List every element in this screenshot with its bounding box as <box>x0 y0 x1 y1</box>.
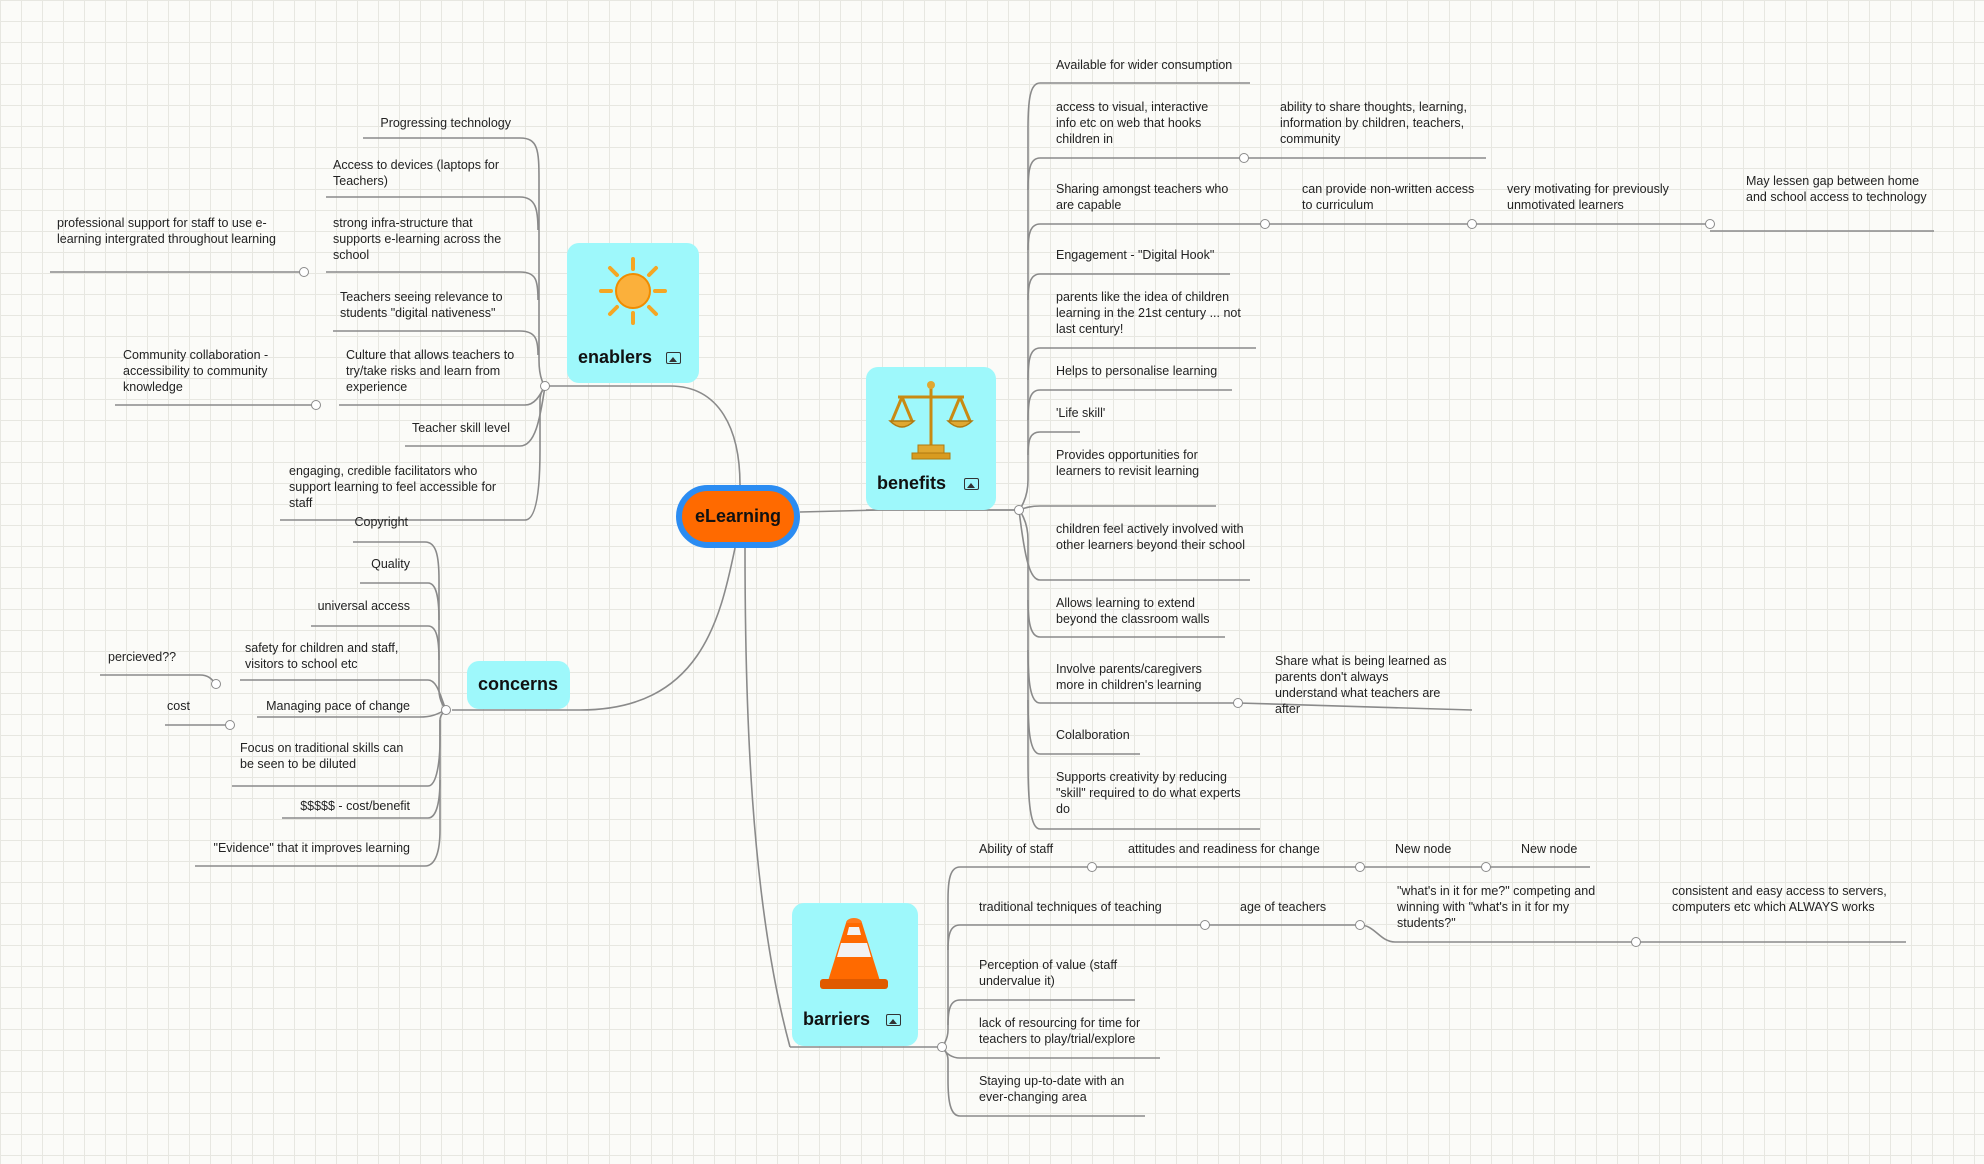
subtopic[interactable]: consistent and easy access to servers, c… <box>1672 884 1887 914</box>
branch-dot[interactable] <box>1705 219 1715 229</box>
subtopic[interactable]: Staying up-to-date with an ever-changing… <box>979 1074 1125 1104</box>
topic-enablers[interactable]: enablers <box>567 243 699 383</box>
subtopic[interactable]: $$$$$ - cost/benefit <box>300 799 410 813</box>
subtopic[interactable]: engaging, credible facilitators who supp… <box>289 464 497 510</box>
subtopic[interactable]: Involve parents/caregivers more in child… <box>1056 662 1202 692</box>
subtopic[interactable]: ability to share thoughts, learning, inf… <box>1280 100 1467 146</box>
branch-dot[interactable] <box>211 679 221 689</box>
subtopic[interactable]: traditional techniques of teaching <box>979 900 1162 914</box>
subtopic[interactable]: children feel actively involved with oth… <box>1056 522 1246 552</box>
scales-icon <box>888 381 974 460</box>
subtopic[interactable]: strong infra-structure that supports e-l… <box>333 216 502 262</box>
branch-dot[interactable] <box>1467 219 1477 229</box>
topic-title: concerns <box>478 674 559 694</box>
branch-dot[interactable] <box>1087 862 1097 872</box>
subtopic[interactable]: Quality <box>371 557 410 571</box>
subtopic[interactable]: Focus on traditional skills can be seen … <box>240 741 404 771</box>
branch-dot[interactable] <box>299 267 309 277</box>
hub-dot-barriers[interactable] <box>937 1042 947 1052</box>
subtopic[interactable]: Teacher skill level <box>412 421 510 435</box>
traffic-cone-icon <box>820 918 888 989</box>
hub-dot-enablers[interactable] <box>540 381 550 391</box>
subtopic[interactable]: attitudes and readiness for change <box>1128 842 1320 856</box>
subtopic[interactable]: Available for wider consumption <box>1056 58 1233 72</box>
subtopic[interactable]: safety for children and staff, visitors … <box>245 641 399 671</box>
branch-dot[interactable] <box>1233 698 1243 708</box>
subtopic[interactable]: Community collaboration - accessibility … <box>123 348 269 394</box>
subtopic[interactable]: Helps to personalise learning <box>1056 364 1218 378</box>
branch-dot[interactable] <box>1239 153 1249 163</box>
image-icon[interactable] <box>964 478 979 490</box>
subtopic[interactable]: Teachers seeing relevance to students "d… <box>340 290 503 320</box>
subtopic[interactable]: cost <box>167 699 190 713</box>
topic-title: benefits <box>877 473 947 493</box>
branch-dot[interactable] <box>1260 219 1270 229</box>
topic-barriers[interactable]: barriers <box>792 903 918 1046</box>
subtopic[interactable]: Culture that allows teachers to try/take… <box>346 348 515 394</box>
subtopic[interactable]: Supports creativity by reducing "skill" … <box>1056 770 1241 816</box>
subtopic[interactable]: New node <box>1521 842 1578 856</box>
subtopic[interactable]: access to visual, interactive info etc o… <box>1056 100 1209 146</box>
subtopic[interactable]: May lessen gap between home and school a… <box>1746 174 1927 204</box>
subtopic[interactable]: Managing pace of change <box>266 699 410 713</box>
hub-dot-benefits[interactable] <box>1014 505 1024 515</box>
image-icon[interactable] <box>666 352 681 364</box>
subtopic[interactable]: parents like the idea of children learni… <box>1056 290 1241 336</box>
image-icon[interactable] <box>886 1014 901 1026</box>
subtopic[interactable]: can provide non-written access to curric… <box>1302 182 1475 212</box>
subtopic[interactable]: Ability of staff <box>979 842 1054 856</box>
branch-dot[interactable] <box>1481 862 1491 872</box>
subtopic[interactable]: Copyright <box>354 515 409 529</box>
subtopic[interactable]: Progressing technology <box>380 116 511 130</box>
topic-benefits[interactable]: benefits <box>866 367 996 510</box>
subtopic[interactable]: Access to devices (laptops for Teachers) <box>333 158 500 188</box>
subtopic[interactable]: Provides opportunities for learners to r… <box>1056 448 1200 478</box>
subtopic[interactable]: Engagement - "Digital Hook" <box>1056 248 1215 262</box>
branch-dot[interactable] <box>225 720 235 730</box>
central-topic[interactable]: eLearning <box>676 485 800 548</box>
subtopic[interactable]: age of teachers <box>1240 900 1327 914</box>
topic-title: enablers <box>578 347 653 367</box>
topic-concerns[interactable]: concerns <box>467 661 570 709</box>
subtopic[interactable]: Colalboration <box>1056 728 1130 742</box>
branch-dot[interactable] <box>1355 862 1365 872</box>
branch-dot[interactable] <box>311 400 321 410</box>
subtopic[interactable]: "Evidence" that it improves learning <box>213 841 410 855</box>
hub-dot-concerns[interactable] <box>441 705 451 715</box>
topic-title: barriers <box>803 1009 871 1029</box>
subtopic[interactable]: Share what is being learned as parents d… <box>1275 654 1447 716</box>
subtopic[interactable]: lack of resourcing for time for teachers… <box>979 1016 1141 1046</box>
sun-icon <box>599 257 667 325</box>
subtopic[interactable]: universal access <box>317 599 410 613</box>
branch-dot[interactable] <box>1355 920 1365 930</box>
subtopic[interactable]: very motivating for previously unmotivat… <box>1507 182 1669 212</box>
subtopic[interactable]: 'Life skill' <box>1056 406 1106 420</box>
subtopic[interactable]: Perception of value (staff undervalue it… <box>979 958 1118 988</box>
subtopic[interactable]: "what's in it for me?" competing and win… <box>1397 884 1596 930</box>
branch-dot[interactable] <box>1631 937 1641 947</box>
branch-dot[interactable] <box>1200 920 1210 930</box>
subtopic[interactable]: New node <box>1395 842 1452 856</box>
subtopic[interactable]: Sharing amongst teachers who are capable <box>1056 182 1229 212</box>
subtopic[interactable]: percieved?? <box>108 650 177 664</box>
subtopic[interactable]: Allows learning to extend beyond the cla… <box>1056 596 1210 626</box>
subtopic[interactable]: professional support for staff to use e-… <box>57 216 276 246</box>
